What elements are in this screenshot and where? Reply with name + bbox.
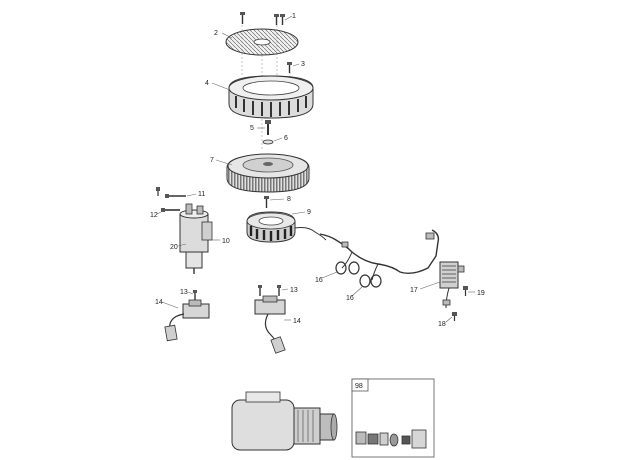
- bolt-part-5[interactable]: [265, 120, 271, 135]
- callout-13a: 13: [180, 289, 188, 296]
- leader-line: [177, 243, 187, 247]
- bolt-part-11[interactable]: [156, 187, 186, 198]
- leader-line: [221, 32, 233, 39]
- callout-3: 3: [301, 61, 305, 68]
- leader-line: [351, 286, 363, 297]
- callout-8: 8: [287, 196, 291, 203]
- starter-motor[interactable]: [231, 391, 338, 451]
- starter-solenoid-part-10[interactable]: [179, 203, 213, 274]
- callout-2: 2: [214, 30, 218, 37]
- callout-11: 11: [198, 191, 205, 198]
- callout-10: 10: [222, 238, 230, 245]
- grill-screen-part-2[interactable]: [225, 28, 299, 56]
- kit-box-label: 98: [355, 383, 363, 390]
- callout-20: 20: [170, 244, 178, 251]
- screw-part-3[interactable]: [287, 62, 292, 73]
- leader-line: [292, 63, 300, 67]
- callout-14b: 14: [293, 318, 301, 325]
- screw-part-18[interactable]: [452, 312, 457, 321]
- leader-line: [187, 291, 194, 295]
- leader-line: [269, 198, 285, 201]
- callout-19: 19: [477, 290, 485, 297]
- callout-16a: 16: [315, 277, 323, 284]
- drive-kit-parts: [355, 429, 427, 449]
- screw-part-19[interactable]: [463, 286, 468, 296]
- wire-clip-part-16b[interactable]: [359, 274, 382, 288]
- leader-line: [211, 82, 231, 91]
- callout-16b: 16: [346, 295, 354, 302]
- screw-part-8[interactable]: [264, 196, 269, 208]
- callout-9: 9: [307, 209, 311, 216]
- callout-5: 5: [250, 125, 254, 132]
- callout-1: 1: [292, 13, 296, 20]
- leader-line: [445, 316, 453, 323]
- callout-12: 12: [150, 212, 158, 219]
- leader-line: [186, 193, 197, 197]
- flywheel-part-7[interactable]: [226, 153, 310, 193]
- callout-14a: 14: [155, 299, 163, 306]
- callout-13b: 13: [290, 287, 298, 294]
- kit-box-98[interactable]: 98: [351, 378, 435, 458]
- stator-part-9[interactable]: [246, 211, 327, 243]
- ignition-coil-part-14a[interactable]: [164, 299, 210, 342]
- leader-line: [161, 301, 179, 309]
- callout-4: 4: [205, 80, 209, 87]
- bolt-part-12[interactable]: [161, 208, 180, 212]
- fan-part-4[interactable]: [228, 75, 314, 119]
- leader-line: [215, 159, 233, 166]
- leader-line: [273, 137, 283, 142]
- callout-17: 17: [410, 287, 418, 294]
- wire-clip-part-16a[interactable]: [335, 261, 360, 275]
- ignition-coil-part-14b[interactable]: [254, 295, 286, 354]
- leader-line: [321, 271, 338, 279]
- regulator-part-17[interactable]: [439, 261, 465, 309]
- leader-line: [291, 211, 306, 215]
- callout-18: 18: [438, 321, 446, 328]
- callout-6: 6: [284, 135, 288, 142]
- leader-line: [419, 281, 441, 290]
- wire-harness[interactable]: [319, 229, 440, 281]
- screw-part-1c[interactable]: [280, 14, 285, 25]
- callout-7: 7: [210, 157, 214, 164]
- leader-line: [156, 210, 164, 215]
- washer-part-6[interactable]: [262, 139, 274, 145]
- screw-part-1a[interactable]: [240, 12, 245, 24]
- screw-part-13b[interactable]: [258, 285, 281, 296]
- screw-part-1b[interactable]: [274, 14, 279, 25]
- leader-line: [281, 288, 289, 291]
- leader-line: [284, 15, 293, 21]
- screw-part-13a[interactable]: [193, 290, 197, 301]
